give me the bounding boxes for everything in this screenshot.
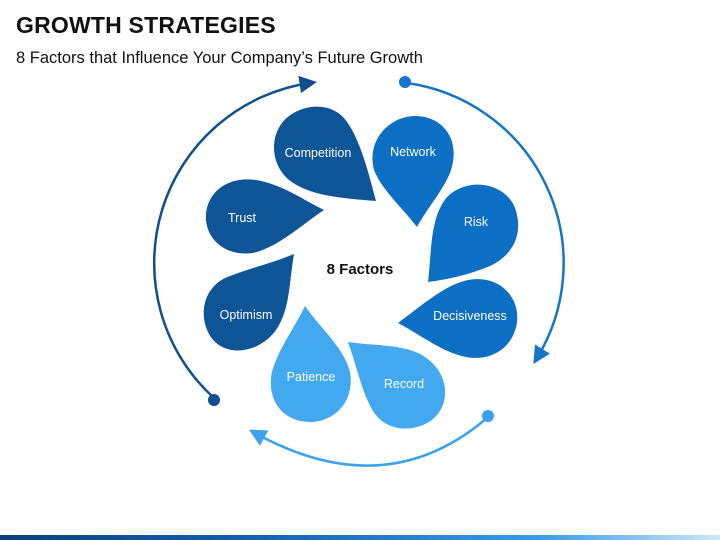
teardrop-shape (270, 306, 351, 422)
teardrop-shape (398, 279, 518, 358)
factor-decisiveness: Decisiveness (398, 279, 518, 358)
factor-record: Record (348, 342, 446, 429)
cycle-arrows (152, 75, 565, 467)
page-subtitle: 8 Factors that Influence Your Company’s … (16, 49, 423, 67)
cycle-arrow-right (406, 81, 565, 364)
page-title: GROWTH STRATEGIES (16, 12, 276, 38)
cycle-arrow-left-dot (208, 394, 220, 406)
teardrop-shape (348, 342, 446, 429)
cycle-arrow-bottom (248, 417, 488, 467)
factor-label: Patience (287, 370, 336, 384)
teardrop-shape (205, 179, 324, 254)
factor-label: Risk (464, 215, 489, 229)
factor-patience: Patience (270, 306, 351, 422)
factor-label: Network (390, 145, 437, 159)
cycle-arrow-bottom-dot (482, 410, 494, 422)
factor-label: Optimism (220, 308, 273, 322)
factor-label: Trust (228, 211, 257, 225)
factor-optimism: Optimism (203, 254, 294, 351)
center-label: 8 Factors (327, 261, 394, 278)
factor-label: Record (384, 377, 424, 391)
factor-trust: Trust (205, 179, 324, 254)
factor-competition: Competition (273, 106, 376, 201)
factor-label: Competition (285, 146, 352, 160)
factor-network: Network (372, 116, 454, 227)
cycle-arrow-right-dot (399, 76, 411, 88)
footer-gradient-bar (0, 535, 720, 540)
teardrop-shape (372, 116, 454, 227)
teardrop-shape (428, 184, 519, 282)
teardrop-shape (203, 254, 294, 351)
factor-label: Decisiveness (433, 309, 507, 323)
teardrop-shape (273, 106, 376, 201)
factor-risk: Risk (428, 184, 519, 282)
cycle-arrow-left (152, 75, 317, 399)
